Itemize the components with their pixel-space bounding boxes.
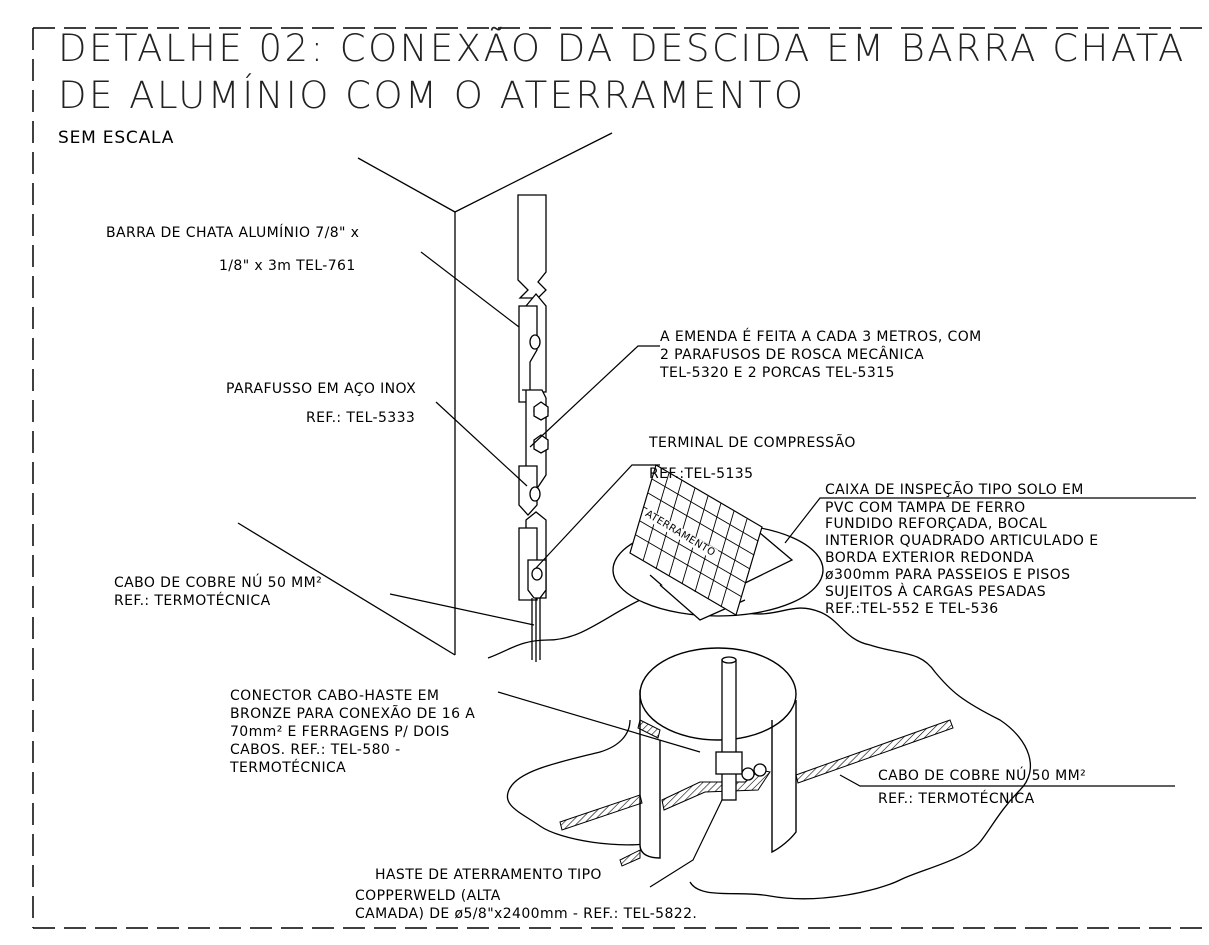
cable-left-label-line-2: REF.: TERMOTÉCNICA: [114, 593, 271, 609]
drawing-title-line-1: DETALHE 02: CONEXÃO DA DESCIDA EM BARRA …: [58, 27, 1186, 70]
rod-label-line-3: CAMADA) DE ø5/8"x2400mm - REF.: TEL-5822…: [355, 906, 698, 922]
connector-label-line-1: CONECTOR CABO-HASTE EM: [230, 688, 440, 704]
scale-note: SEM ESCALA: [58, 128, 175, 148]
connector-label-line-3: 70mm² E FERRAGENS P/ DOIS: [230, 724, 450, 740]
terminal-label-line-2: REF.:TEL-5135: [649, 466, 754, 482]
bar-label-line-2: 1/8" x 3m TEL-761: [219, 258, 356, 274]
cable-right-label-line-1: CABO DE COBRE NÚ 50 MM²: [878, 768, 1087, 784]
connector-label-line-5: TERMOTÉCNICA: [230, 760, 347, 776]
bolt-label-line-1: PARAFUSSO EM AÇO INOX: [226, 381, 417, 397]
box-label-line-1: CAIXA DE INSPEÇÃO TIPO SOLO EM: [825, 482, 1084, 498]
terminal-label-line-1: TERMINAL DE COMPRESSÃO: [649, 435, 856, 451]
bolt-label-line-2: REF.: TEL-5333: [306, 410, 416, 426]
rod-label-line-1: HASTE DE ATERRAMENTO TIPO: [375, 867, 602, 883]
box-label-line-3: FUNDIDO REFORÇADA, BOCAL: [825, 516, 1048, 532]
wall-corner: [237, 132, 613, 656]
leader-lines: [389, 251, 1196, 888]
sheet-border: [32, 27, 1209, 929]
ground-surface: [487, 596, 1031, 900]
connector-label-line-2: BRONZE PARA CONEXÃO DE 16 A: [230, 706, 476, 722]
box-label-line-6: ø300mm PARA PASSEIOS E PISOS: [825, 567, 1071, 583]
box-label-line-7: SUJEITOS À CARGAS PESADAS: [825, 584, 1047, 600]
box-label-line-2: PVC COM TAMPA DE FERRO: [825, 500, 1026, 516]
grounding-rod: [715, 656, 767, 801]
connector-label-line-4: CABOS. REF.: TEL-580 -: [230, 742, 401, 758]
box-label-line-5: BORDA EXTERIOR REDONDA: [825, 550, 1035, 566]
rod-label-line-2: COPPERWELD (ALTA: [355, 888, 501, 904]
compression-terminal: [527, 559, 547, 662]
box-label-line-4: INTERIOR QUADRADO ARTICULADO E: [825, 533, 1099, 549]
cable-hatch: [559, 719, 954, 867]
cable-left-label-line-1: CABO DE COBRE NÚ 50 MM²: [114, 575, 323, 591]
bar-label-line-1: BARRA DE CHATA ALUMÍNIO 7/8" x: [106, 225, 360, 241]
splice-label-line-2: 2 PARAFUSOS DE ROSCA MECÂNICA: [660, 347, 925, 363]
aluminum-flat-bar: [517, 194, 547, 601]
box-label-line-8: REF.:TEL-552 E TEL-536: [825, 601, 999, 617]
drawing-title-line-2: DE ALUMÍNIO COM O ATERRAMENTO: [58, 74, 806, 117]
cable-right-label-line-2: REF.: TERMOTÉCNICA: [878, 791, 1035, 807]
splice-label-line-3: TEL-5320 E 2 PORCAS TEL-5315: [660, 365, 895, 381]
splice-label-line-1: A EMENDA É FEITA A CADA 3 METROS, COM: [660, 329, 982, 345]
